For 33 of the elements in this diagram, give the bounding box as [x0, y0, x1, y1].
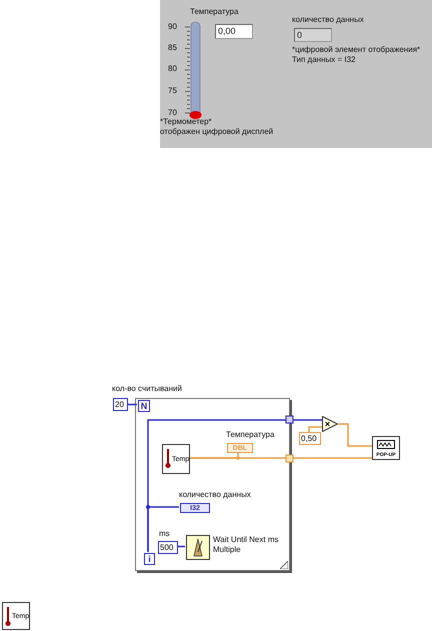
scale-number: 70: [168, 108, 177, 118]
loop-terminal: i: [144, 553, 155, 565]
wire: [189, 457, 372, 459]
wire: [147, 419, 322, 552]
scale-number: 90: [168, 22, 177, 32]
wire: [177, 546, 185, 548]
for-loop-frame: [135, 398, 290, 571]
node-caption: Температура: [226, 430, 274, 440]
wire: [128, 404, 137, 406]
node-caption: кол-во считываний: [112, 384, 182, 394]
text-label: отображен цифровой дисплей: [160, 127, 274, 137]
numeric-constant: 500: [158, 541, 178, 554]
numeric-constant: 0,50: [299, 432, 321, 445]
front-panel: [160, 0, 432, 148]
scale-number: 80: [168, 64, 177, 74]
metronome-icon: [186, 535, 210, 560]
numeric-constant: 20: [113, 398, 128, 411]
node-caption: ms: [159, 529, 170, 539]
node-caption: Wait Until Next ms Multiple: [213, 535, 280, 554]
text-label: Тип данных = I32: [292, 55, 356, 65]
numeric-display: 0,00: [215, 24, 253, 39]
multiply-node: ×: [322, 416, 338, 432]
text-label: *Термометер*: [160, 117, 212, 127]
loop-terminal: N: [138, 400, 150, 412]
text-label: Температура: [190, 7, 238, 17]
wire: [338, 423, 372, 447]
numeric-display: 0: [294, 28, 332, 42]
node-caption: количество данных: [179, 490, 251, 500]
wire: [308, 426, 322, 432]
scale-number: 85: [168, 43, 177, 53]
scale-number: 75: [168, 86, 177, 96]
node-caption: количество данных: [292, 15, 364, 25]
text-label: *цифровой элемент отображения*: [292, 45, 420, 55]
